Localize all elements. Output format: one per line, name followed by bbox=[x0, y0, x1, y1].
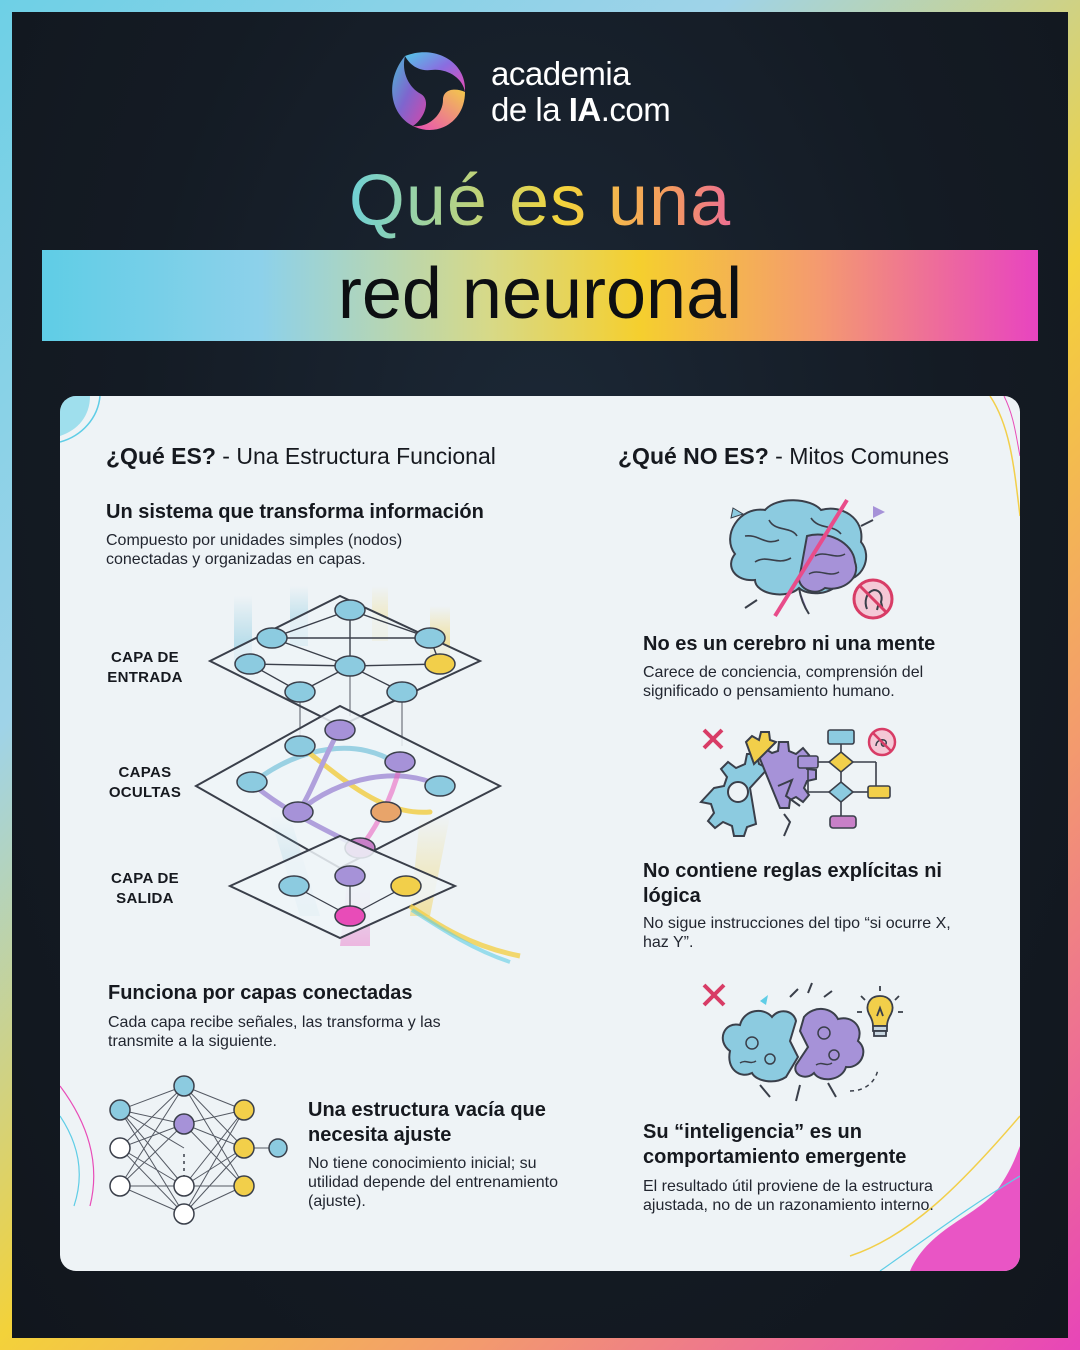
right-column-header: ¿Qué NO ES? - Mitos Comunes bbox=[618, 443, 949, 470]
myth-2-title: No contiene reglas explícitas ni lógica bbox=[643, 860, 942, 907]
right-header-rest: - Mitos Comunes bbox=[768, 443, 950, 469]
page-title-line-1: Qué es una bbox=[0, 160, 1080, 242]
myth-1-title: No es un cerebro ni una mente bbox=[643, 633, 936, 655]
myth-3-text: El resultado útil proviene de la estruct… bbox=[643, 1178, 934, 1214]
brand-line-2-post: .com bbox=[600, 91, 671, 128]
corner-swirl-bottom-right bbox=[849, 1115, 1020, 1271]
section-1-title: Un sistema que transforma información bbox=[106, 501, 484, 523]
no-human-thought-icon bbox=[852, 578, 894, 620]
myth-1-text: Carece de conciencia, comprensión del si… bbox=[643, 664, 924, 700]
section-3-text: No tiene conocimiento inicial; su utilid… bbox=[308, 1155, 558, 1210]
left-header-rest: - Una Estructura Funcional bbox=[215, 443, 496, 469]
layered-network-icon bbox=[193, 586, 521, 964]
brand-line-2-bold: IA bbox=[568, 91, 602, 128]
brand[interactable]: academia de la IA.com bbox=[385, 48, 715, 138]
layer-label-hidden: CAPAS OCULTAS bbox=[108, 764, 182, 801]
corner-swirl-bottom-left bbox=[60, 1085, 95, 1207]
lightbulb-icon bbox=[857, 986, 903, 1037]
page-title-banner: red neuronal bbox=[42, 250, 1038, 341]
myth-3-title: Su “inteligencia” es un comportamiento e… bbox=[643, 1121, 907, 1168]
section-2-text: Cada capa recibe señales, las transforma… bbox=[108, 1014, 441, 1050]
brand-line-1: academia bbox=[491, 55, 631, 92]
section-1-text: Compuesto por unidades simples (nodos) c… bbox=[106, 532, 403, 568]
myth-2-text: No sigue instrucciones del tipo “si ocur… bbox=[643, 915, 951, 951]
crossed-brain-icon bbox=[729, 498, 885, 618]
page-title-line-2: red neuronal bbox=[337, 254, 743, 334]
layer-label-input: CAPA DE ENTRADA bbox=[107, 649, 183, 686]
section-3-title: Una estructura vacía que necesita ajuste bbox=[308, 1099, 546, 1146]
corner-swirl-top-left bbox=[60, 396, 101, 443]
brand-line-2-pre: de la bbox=[491, 91, 569, 128]
academia-logo-icon bbox=[392, 52, 466, 131]
left-column-header: ¿Qué ES? - Una Estructura Funcional bbox=[106, 443, 496, 470]
emergent-cloud-icon bbox=[702, 982, 879, 1102]
brand-name: academia de la IA.com bbox=[491, 55, 671, 128]
layer-label-output: CAPA DE SALIDA bbox=[111, 870, 179, 907]
section-2-title: Funciona por capas conectadas bbox=[108, 982, 413, 1004]
simple-network-icon bbox=[109, 1075, 288, 1225]
infographic-card: ¿Qué ES? - Una Estructura Funcional Un s… bbox=[60, 396, 1020, 1271]
corner-swirl-top-right bbox=[989, 396, 1020, 517]
right-header-bold: ¿Qué NO ES? bbox=[618, 443, 769, 469]
left-header-bold: ¿Qué ES? bbox=[106, 443, 216, 469]
brand-line-2: de la IA.com bbox=[491, 91, 671, 128]
broken-gear-flowchart-icon bbox=[699, 727, 897, 837]
